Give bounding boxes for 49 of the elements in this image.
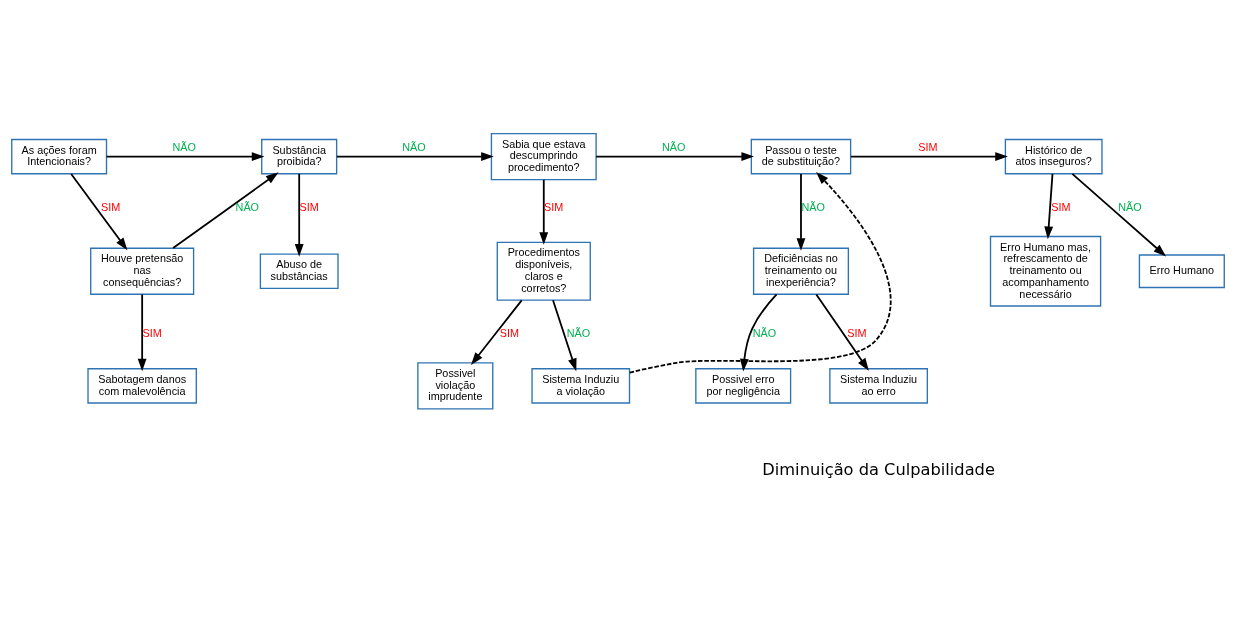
edge-label: SIM: [918, 140, 938, 153]
arrow: [850, 152, 1008, 162]
edge-label: SIM: [142, 327, 162, 340]
arrow: [552, 299, 577, 372]
arrow: [739, 293, 778, 372]
edge-label: NÃO: [402, 140, 426, 153]
edge-label: NÃO: [752, 327, 777, 340]
arrow: [1071, 173, 1167, 257]
arrow: [1044, 173, 1054, 240]
label: Diminuição da Culpabilidade: [762, 460, 995, 480]
arrow: [335, 152, 494, 162]
edge-label: NÃO: [661, 140, 686, 153]
edge-label: NÃO: [235, 200, 260, 213]
edge-label: SIM: [499, 327, 520, 340]
arrow: [137, 293, 147, 372]
edge-label: NÃO: [172, 140, 196, 153]
node-box: Erro Humano: [1138, 254, 1225, 289]
arrow: [471, 299, 523, 365]
node-box: Histórico de atos inseguros?: [1004, 138, 1103, 175]
arrow: [172, 172, 279, 249]
node-box: Substância proibida?: [261, 138, 338, 175]
node-box: Possivel violação imprudente: [417, 362, 494, 410]
arrow: [595, 152, 755, 162]
node-box: Erro Humano mas, refrescamento de treinamento ou acompanhamento necessário: [989, 235, 1102, 307]
node-box: Abuso de substâncias: [259, 253, 339, 290]
node-box: Deficiências no treinamento ou inexperiência?: [752, 247, 850, 295]
arrow: [105, 152, 265, 162]
arrow: [796, 173, 806, 251]
arrow: [70, 173, 128, 251]
edge-label: SIM: [100, 200, 121, 213]
arrow: [815, 293, 869, 371]
node-box: Sabia que estava descumprindo procedimento?: [490, 132, 597, 181]
node-box: Houve pretensão nas consequências?: [90, 247, 195, 295]
edge-label: SIM: [299, 200, 319, 213]
node-box: Possivel erro por negligência: [695, 368, 792, 404]
node-box: Passou o teste de substituição?: [750, 138, 852, 175]
arrow: [628, 171, 892, 374]
node-box: Procedimentos disponíveis, claros e corretos?: [496, 241, 591, 301]
edge-label: NÃO: [1118, 200, 1142, 213]
node-box: Sistema Induziu a violação: [531, 368, 631, 404]
edge-label: SIM: [1051, 200, 1071, 213]
edge-label: NÃO: [566, 327, 591, 340]
arrow: [294, 173, 304, 257]
node-box: Sabotagem danos com malevolência: [87, 368, 197, 404]
node-box: Sistema Induziu ao erro: [829, 368, 928, 404]
edge-label: SIM: [847, 327, 867, 340]
node-box: As ações foram Intencionais?: [11, 138, 108, 175]
arrow: [539, 178, 549, 245]
edge-label: NÃO: [801, 200, 825, 213]
